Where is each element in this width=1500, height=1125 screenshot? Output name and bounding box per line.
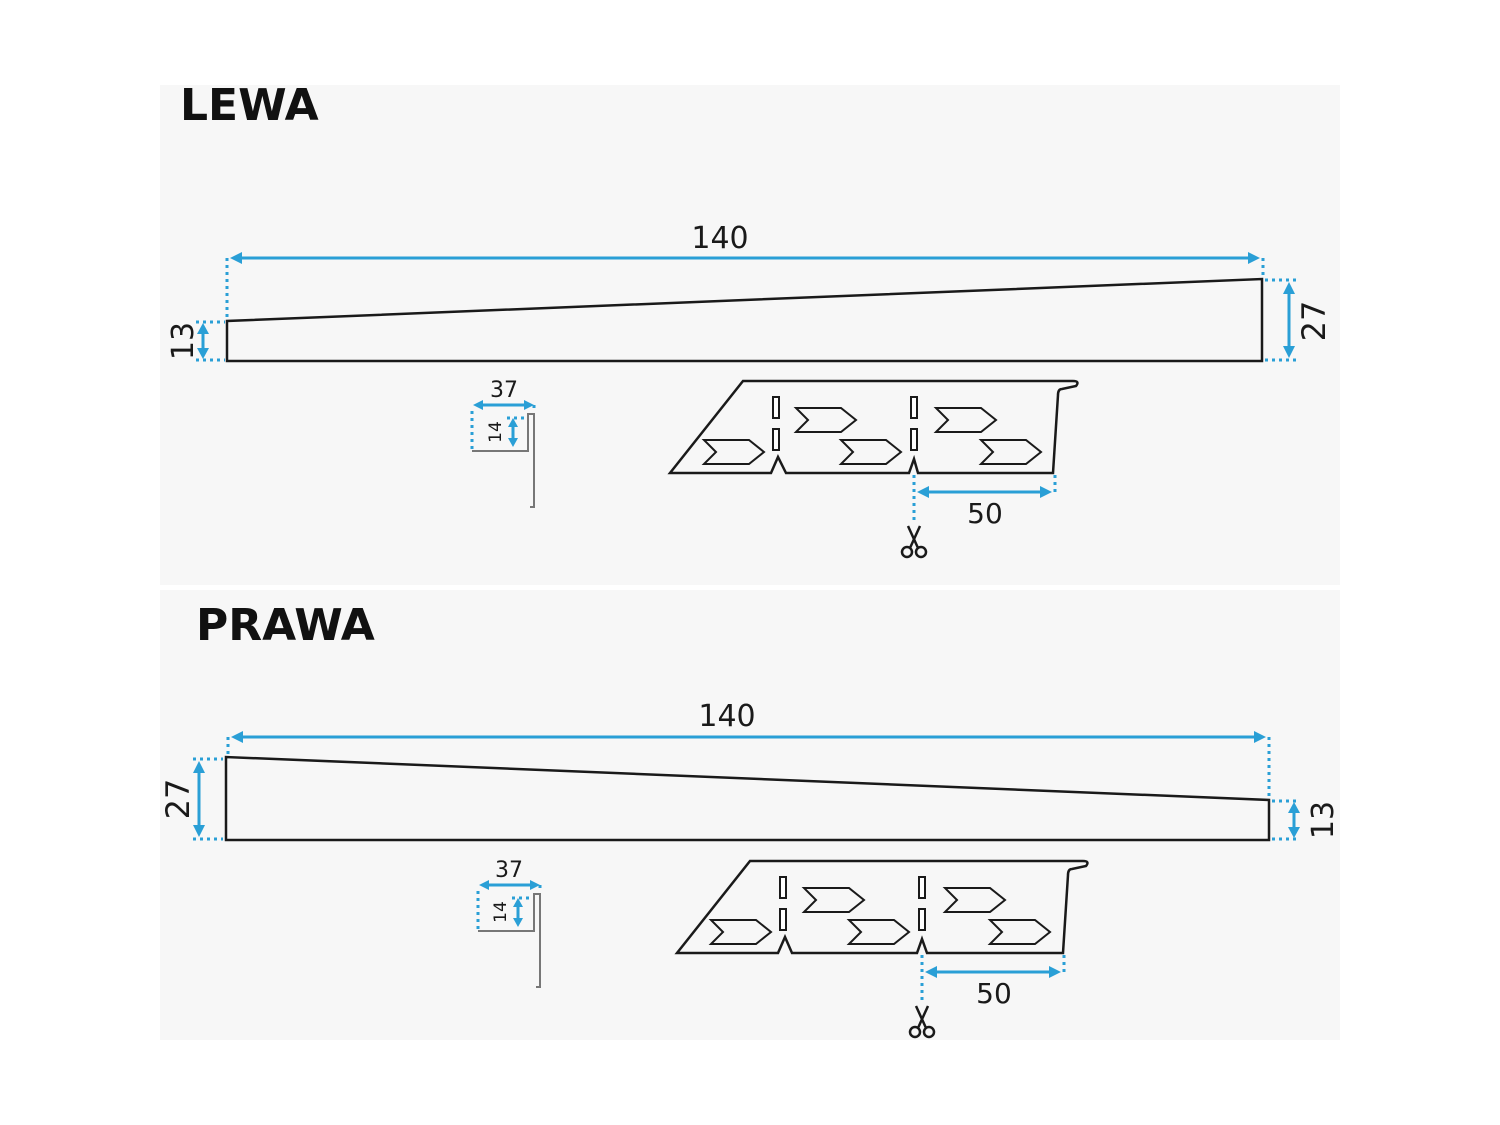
left-cut-spacing-label: 50 bbox=[967, 497, 1003, 530]
right-length-label: 140 bbox=[698, 699, 755, 734]
right-section-panel bbox=[160, 590, 1340, 1040]
left-flat-pattern: 50 bbox=[667, 379, 1079, 559]
left-length-label: 140 bbox=[691, 221, 748, 256]
scissors-icon bbox=[900, 524, 928, 559]
left-left-height-label: 13 bbox=[166, 322, 201, 360]
right-profile-height-label: 14 bbox=[491, 901, 511, 923]
left-right-height-dimension: 27 bbox=[1265, 278, 1333, 362]
left-profile-height-label: 14 bbox=[486, 421, 506, 443]
right-length-dimension: 140 bbox=[226, 699, 1271, 797]
right-cut-spacing-label: 50 bbox=[976, 977, 1012, 1010]
right-right-height-label: 13 bbox=[1306, 801, 1341, 839]
right-right-height-dimension: 13 bbox=[1272, 799, 1341, 841]
right-board-outline bbox=[224, 755, 1271, 842]
left-board-view: 140 13 27 bbox=[166, 221, 1333, 363]
scissors-icon bbox=[908, 1004, 936, 1039]
right-left-height-dimension: 27 bbox=[159, 757, 223, 841]
right-left-height-label: 27 bbox=[159, 779, 197, 820]
left-board-outline bbox=[225, 277, 1264, 363]
right-flat-pattern: 50 bbox=[674, 859, 1089, 1039]
left-length-dimension: 140 bbox=[225, 221, 1265, 318]
left-right-height-label: 27 bbox=[1295, 301, 1333, 342]
left-section-title: LEWA bbox=[180, 80, 319, 131]
left-section-panel bbox=[160, 85, 1340, 585]
right-board-view: 140 27 13 bbox=[159, 699, 1341, 842]
left-profile-width-label: 37 bbox=[490, 378, 518, 403]
left-left-height-dimension: 13 bbox=[166, 320, 225, 362]
right-profile-detail: 37 14 bbox=[476, 858, 542, 988]
right-section-title: PRAWA bbox=[196, 600, 375, 651]
right-profile-width-label: 37 bbox=[495, 858, 523, 883]
left-profile-detail: 37 14 bbox=[470, 378, 536, 508]
